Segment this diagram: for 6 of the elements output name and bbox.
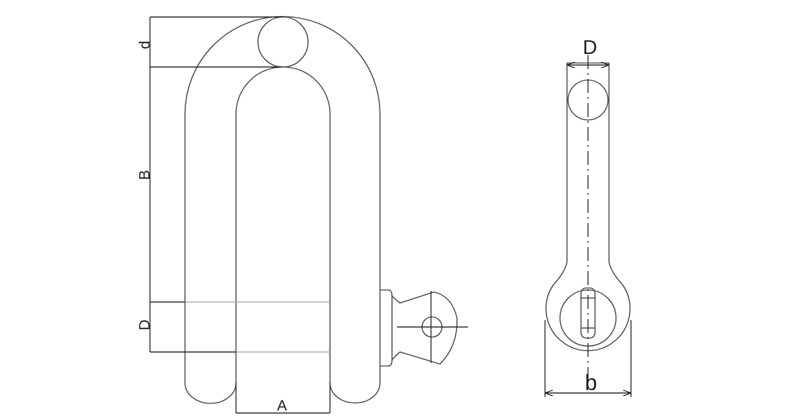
dimension-label: D (138, 320, 152, 330)
dimension-label: A (277, 398, 287, 414)
dimension-label: B (138, 170, 152, 180)
dimension-label: D (582, 38, 598, 58)
dimension-label: b (584, 372, 598, 394)
dimension-label: d (138, 40, 152, 50)
